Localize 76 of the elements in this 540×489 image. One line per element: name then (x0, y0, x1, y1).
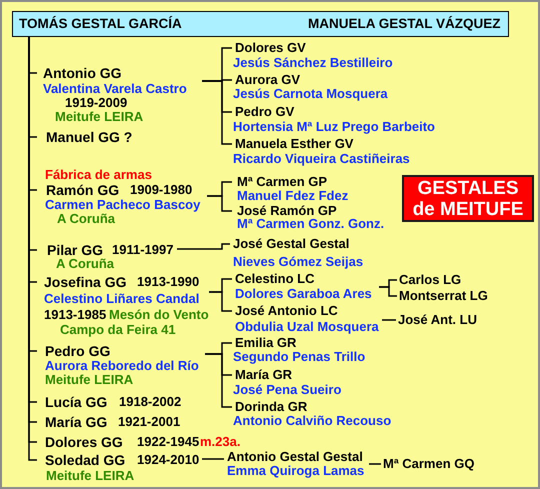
spouse-name: Aurora Reboredo del Río (45, 358, 199, 374)
place-name: Mesón do Vento (109, 307, 209, 323)
spouse-name: Jesús Carnota Mosquera (233, 86, 388, 102)
spouse-name: Manuel Fdez Fdez (237, 188, 348, 204)
life-dates: 1921-2001 (118, 414, 180, 430)
place-name: A Coruña (56, 256, 114, 272)
person-name: Antonio Gestal Gestal (227, 449, 363, 465)
life-dates: 1922-1945 (137, 434, 200, 450)
person-name: Mª Carmen GP (237, 174, 328, 190)
tree-connector (382, 319, 396, 321)
person-name: Aurora GV (235, 72, 300, 88)
tree-connector (205, 353, 232, 408)
life-dates: 1913-1990 (137, 274, 200, 290)
person-name: Josefina GG (44, 274, 126, 290)
spouse-name: Antonio Calviño Recouso (233, 413, 392, 429)
person-name: Lucía GG (45, 394, 108, 410)
person-name: José Gestal Gestal (233, 236, 350, 252)
person-name: Emilia GR (235, 335, 296, 351)
note-text: Fábrica de armas (45, 167, 152, 183)
person-name: María GR (235, 367, 292, 383)
person-name: Manuel GG ? (46, 129, 132, 145)
tree-connector (202, 80, 232, 145)
title-banner (402, 175, 534, 222)
life-dates: 1918-2002 (119, 394, 182, 410)
spouse-name: Carmen Pacheco Bascoy (45, 197, 200, 213)
person-name: Dorinda GR (235, 399, 308, 415)
place-name: Campo da Feira 41 (60, 322, 176, 338)
place-name: Meitufe LEIRA (45, 372, 134, 388)
spouse-name: Ricardo Viqueira Castiñeiras (233, 151, 410, 167)
spouse-name: Nieves Gómez Seijas (233, 254, 364, 270)
spouse-name: José Pena Sueiro (233, 382, 342, 398)
life-dates: 1911-1997 (112, 242, 174, 258)
life-dates: 1924-2010 (137, 452, 200, 468)
person-name: Antonio GG (43, 65, 122, 81)
spouse-name: Segundo Penas Trillo (233, 349, 366, 365)
spouse-name: Valentina Varela Castro (43, 81, 187, 97)
person-name: Carlos LG (399, 272, 462, 288)
person-name: José Ramón GP (237, 203, 337, 218)
life-dates: 1909-1980 (130, 182, 192, 198)
tree-connector (177, 243, 230, 250)
spouse-name: Celestino Liñares Candal (44, 291, 200, 307)
place-name: Meitufe LEIRA (46, 468, 134, 484)
place-name: Meitufe LEIRA (55, 109, 144, 125)
life-dates: 1913-1985 (44, 307, 106, 323)
spouse-name: Jesús Sánchez Bestilleiro (233, 55, 393, 71)
header-bar (12, 11, 509, 37)
person-name: Pilar GG (47, 242, 104, 258)
person-name: Dolores GV (235, 40, 306, 56)
person-name: Celestino LC (235, 271, 314, 287)
life-dates: 1919-2009 (65, 95, 128, 111)
tree-connector (209, 291, 232, 312)
person-name: José Antonio LC (235, 303, 338, 319)
note-text: m.23a. (200, 434, 240, 450)
person-name: Dolores GG (45, 434, 123, 450)
place-name: A Coruña (57, 211, 116, 227)
person-name: Manuela Esther GV (235, 136, 354, 152)
person-name: María GG (45, 414, 108, 430)
ancestor-name: TOMÁS GESTAL GARCÍA (19, 16, 182, 32)
person-name: Mª Carmen GQ (383, 456, 474, 472)
spouse-name: Mª Carmen Gonz. Gonz. (237, 216, 384, 232)
tree-connector (202, 458, 224, 460)
tree-connector (369, 463, 381, 465)
ancestor-name: MANUELA GESTAL VÁZQUEZ (308, 16, 501, 32)
spouse-name: Emma Quiroga Lamas (227, 463, 364, 479)
person-name: Pedro GG (45, 343, 110, 359)
person-name: Montserrat LG (399, 288, 488, 304)
tree-connector (207, 195, 232, 212)
spouse-name: Hortensia Mª Luz Prego Barbeito (233, 119, 436, 135)
person-name: Pedro GV (235, 104, 294, 120)
banner-text: GESTALES de MEITUFE (412, 178, 524, 220)
spouse-name: Obdulia Uzal Mosquera (235, 319, 379, 335)
person-name: Soledad GG (45, 452, 126, 468)
spouse-name: Dolores Garaboa Ares (235, 286, 372, 302)
person-name: Ramón GG (46, 182, 120, 198)
person-name: José Ant. LU (398, 312, 477, 328)
tree-connector (379, 286, 397, 297)
